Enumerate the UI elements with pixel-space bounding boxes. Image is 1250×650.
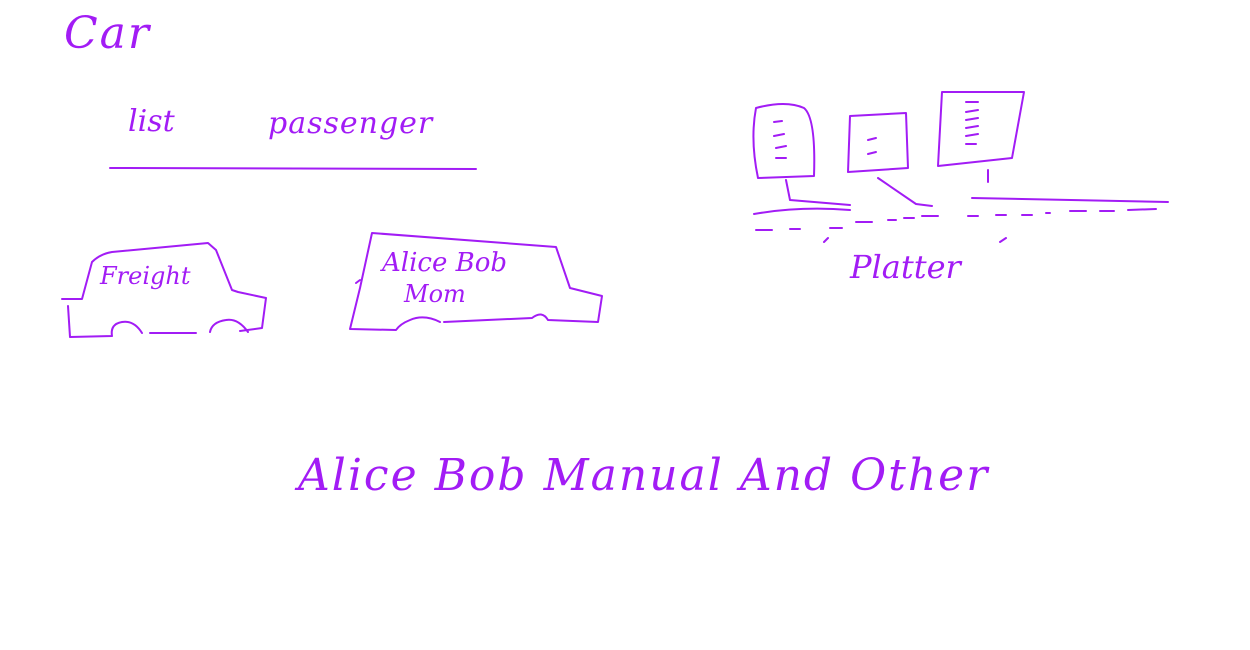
- monitor-right-stand: [971, 169, 1169, 203]
- page-title: Car: [64, 8, 151, 59]
- monitor-right: [937, 91, 1025, 167]
- monitor-right-lines: [965, 101, 979, 145]
- monitor-middle: [847, 112, 909, 173]
- heading-left: list: [128, 104, 175, 139]
- platter-label: Platter: [850, 248, 961, 286]
- car-passenger-label-line1: Alice Bob: [382, 248, 508, 278]
- monitor-left-lines: [773, 120, 787, 159]
- monitor-left-stand: [753, 179, 851, 215]
- bottom-note: Alice Bob Manual And Other: [298, 450, 990, 501]
- monitor-middle-stand: [877, 177, 933, 207]
- car-passenger-label-line2: Mom: [404, 280, 466, 308]
- car-freight-body: [61, 242, 267, 338]
- monitor-middle-lines: [867, 137, 877, 155]
- dashed-line: [755, 208, 1157, 231]
- heading-underline: [109, 167, 477, 170]
- heading-right: passenger: [268, 106, 434, 141]
- platter-marks: [823, 237, 1007, 243]
- car-freight-label: Freight: [100, 262, 191, 290]
- car-passenger-body: [349, 232, 603, 331]
- monitor-left: [752, 103, 816, 179]
- car-passenger-dash: [355, 279, 361, 284]
